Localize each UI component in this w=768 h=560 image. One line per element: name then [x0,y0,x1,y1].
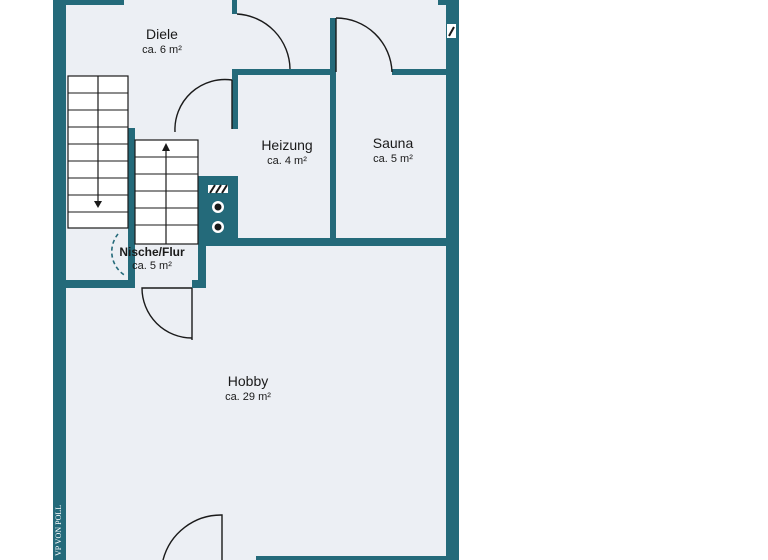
room-name: Hobby [227,373,269,389]
wall-stair-middle [128,128,135,280]
wall-niche-bottom-right [192,280,206,288]
room-name: Diele [146,26,178,42]
room-name: Sauna [372,135,414,151]
door-niche-arc [141,287,193,339]
doors [141,13,393,560]
vent-dot-lower [214,223,222,231]
wall-niche-bottom-left [66,280,135,288]
wall-left [53,0,66,560]
niche-dashed-arc [110,233,127,277]
wall-sauna-top [392,69,446,75]
room-label-nische-flur: Nische/Flur ca. 5 m² [104,245,200,273]
brand-logo: VP VON POLL [54,474,68,556]
wall-bottom-right [256,556,446,560]
brand-logo-text: VP VON POLL [54,504,63,556]
stair-left-arrowhead [94,201,102,208]
room-area: ca. 5 m² [132,260,172,272]
outer-walls [53,0,459,560]
room-label-heizung: Heizung ca. 4 m² [240,137,334,168]
vent-dot-upper [214,203,222,211]
door-sauna-arc [335,17,393,73]
chimney-vents [208,184,228,233]
stair-right-arrowhead [162,143,170,151]
wall-heizung-left-upper [232,69,238,129]
room-area: ca. 5 m² [373,153,413,165]
room-label-sauna: Sauna ca. 5 m² [346,135,440,166]
wall-heizung-top [232,69,332,75]
stair-left [67,75,129,229]
stair-right [134,139,199,245]
room-name: Heizung [261,137,313,153]
wall-top-left [66,0,124,5]
wall-top-stub [232,0,237,14]
wall-utility-bottom [198,238,446,246]
wall-right [446,0,459,560]
room-area: ca. 29 m² [225,391,271,403]
wall-niche-right [198,246,206,288]
wall-switch-mark [448,26,455,37]
room-area: ca. 4 m² [267,155,307,167]
door-heizung-arc [174,78,233,133]
wall-heizung-sauna [330,18,336,246]
door-diele-arc [236,13,291,70]
room-label-hobby: Hobby ca. 29 m² [198,373,298,404]
room-area: ca. 6 m² [142,44,182,56]
wall-top-right [438,0,446,5]
vent-stripes [209,184,228,194]
door-bottom-arc [162,514,223,560]
room-label-diele: Diele ca. 6 m² [120,26,204,57]
inner-walls [66,18,446,288]
room-name: Nische/Flur [119,245,185,259]
